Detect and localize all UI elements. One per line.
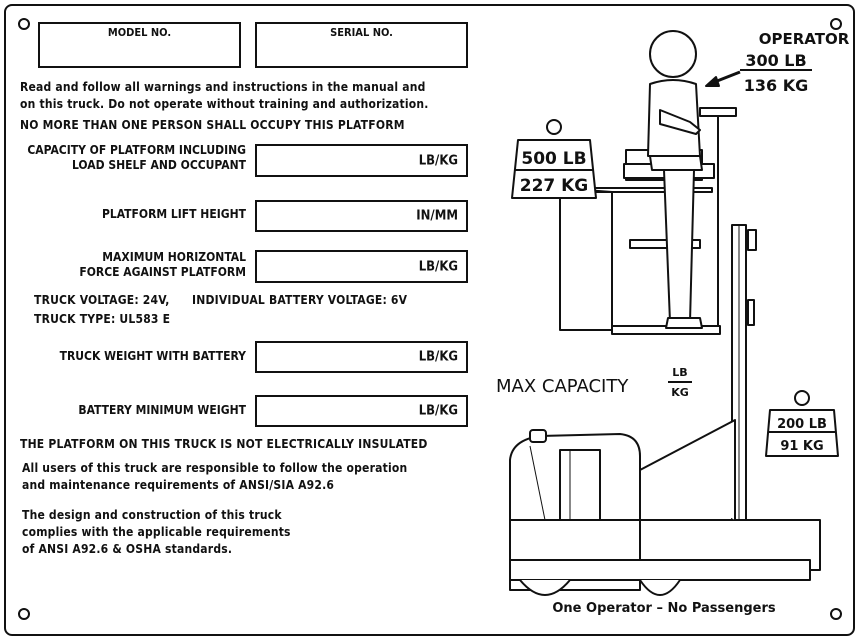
truck-weight-label: TRUCK WEIGHT WITH BATTERY [10,349,246,364]
footer-note: One Operator – No Passengers [552,601,775,616]
horizontal-force-field: LB/KG [255,250,468,283]
horizontal-force-label: MAXIMUM HORIZONTAL FORCE AGAINST PLATFOR… [10,250,246,280]
lift-height-unit: IN/MM [416,208,458,224]
battery-weight-label: BATTERY MINIMUM WEIGHT [10,403,246,418]
battery-voltage: INDIVIDUAL BATTERY VOLTAGE: 6V [192,293,408,307]
occupancy-warning: NO MORE THAN ONE PERSON SHALL OCCUPY THI… [20,118,405,132]
data-plate [4,4,855,636]
truck-voltage: TRUCK VOLTAGE: 24V, [34,293,170,307]
horizontal-force-unit: LB/KG [418,259,458,274]
insulation-warning: THE PLATFORM ON THIS TRUCK IS NOT ELECTR… [20,437,428,451]
mounting-hole-top-left [18,18,30,30]
compliance-line-3: of ANSI A92.6 & OSHA standards. [22,542,233,556]
truck-weight-label-line-1: TRUCK WEIGHT WITH BATTERY [59,349,246,363]
operator-lb: 300 LB [745,51,806,70]
compliance-line-1: The design and construction of this truc… [22,508,282,522]
max-capacity-unit-bottom: KG [671,386,689,399]
max-capacity-label: MAX CAPACITY [496,376,629,397]
shelf-kg: 227 KG [520,176,589,196]
battery-weight-label-line-1: BATTERY MINIMUM WEIGHT [78,403,246,417]
operator-figure [647,30,703,329]
mounting-hole-bottom-right [830,608,842,620]
operator-kg: 136 KG [744,76,809,95]
truck-base [509,419,821,596]
lift-height-label-line-1: PLATFORM LIFT HEIGHT [101,207,246,221]
lift-height-field: IN/MM [255,200,468,232]
truck-weight-unit: LB/KG [418,349,458,365]
responsibility-line-1: All users of this truck are responsible … [22,461,408,475]
shelf-weight [511,119,597,199]
capacity-label-line-2: LOAD SHELF AND OCCUPANT [71,158,246,172]
warning-line-2: on this truck. Do not operate without tr… [20,97,429,111]
lift-height-label: PLATFORM LIFT HEIGHT [10,207,246,222]
model-no-label: MODEL NO. [107,26,172,39]
base-kg: 91 KG [780,439,823,454]
mounting-hole-bottom-left [18,608,30,620]
battery-weight-unit: LB/KG [418,403,458,419]
base-weight [765,390,839,457]
base-lb: 200 LB [777,417,827,432]
truck-type: TRUCK TYPE: UL583 E [34,312,171,326]
operator-label: OPERATOR [759,30,850,48]
operator-arrow [705,70,741,87]
truck-weight-field: LB/KG [255,341,468,373]
capacity-label: CAPACITY OF PLATFORM INCLUDING LOAD SHEL… [10,143,246,173]
mounting-hole-top-right [830,18,842,30]
serial-no-label: SERIAL NO. [330,26,393,39]
capacity-field: LB/KG [255,144,468,177]
battery-weight-field: LB/KG [255,395,468,427]
shelf-lb: 500 LB [521,149,586,169]
horizontal-force-label-line-1: MAXIMUM HORIZONTAL [102,250,246,264]
model-no-box: MODEL NO. [38,22,241,68]
capacity-unit: LB/KG [418,153,458,168]
horizontal-force-label-line-2: FORCE AGAINST PLATFORM [79,265,246,279]
warning-line-1: Read and follow all warnings and instruc… [20,80,426,94]
compliance-line-2: complies with the applicable requirement… [22,525,291,539]
max-capacity-unit-top: LB [672,366,687,379]
capacity-label-line-1: CAPACITY OF PLATFORM INCLUDING [27,143,246,157]
responsibility-line-2: and maintenance requirements of ANSI/SIA… [22,478,335,492]
serial-no-box: SERIAL NO. [255,22,468,68]
